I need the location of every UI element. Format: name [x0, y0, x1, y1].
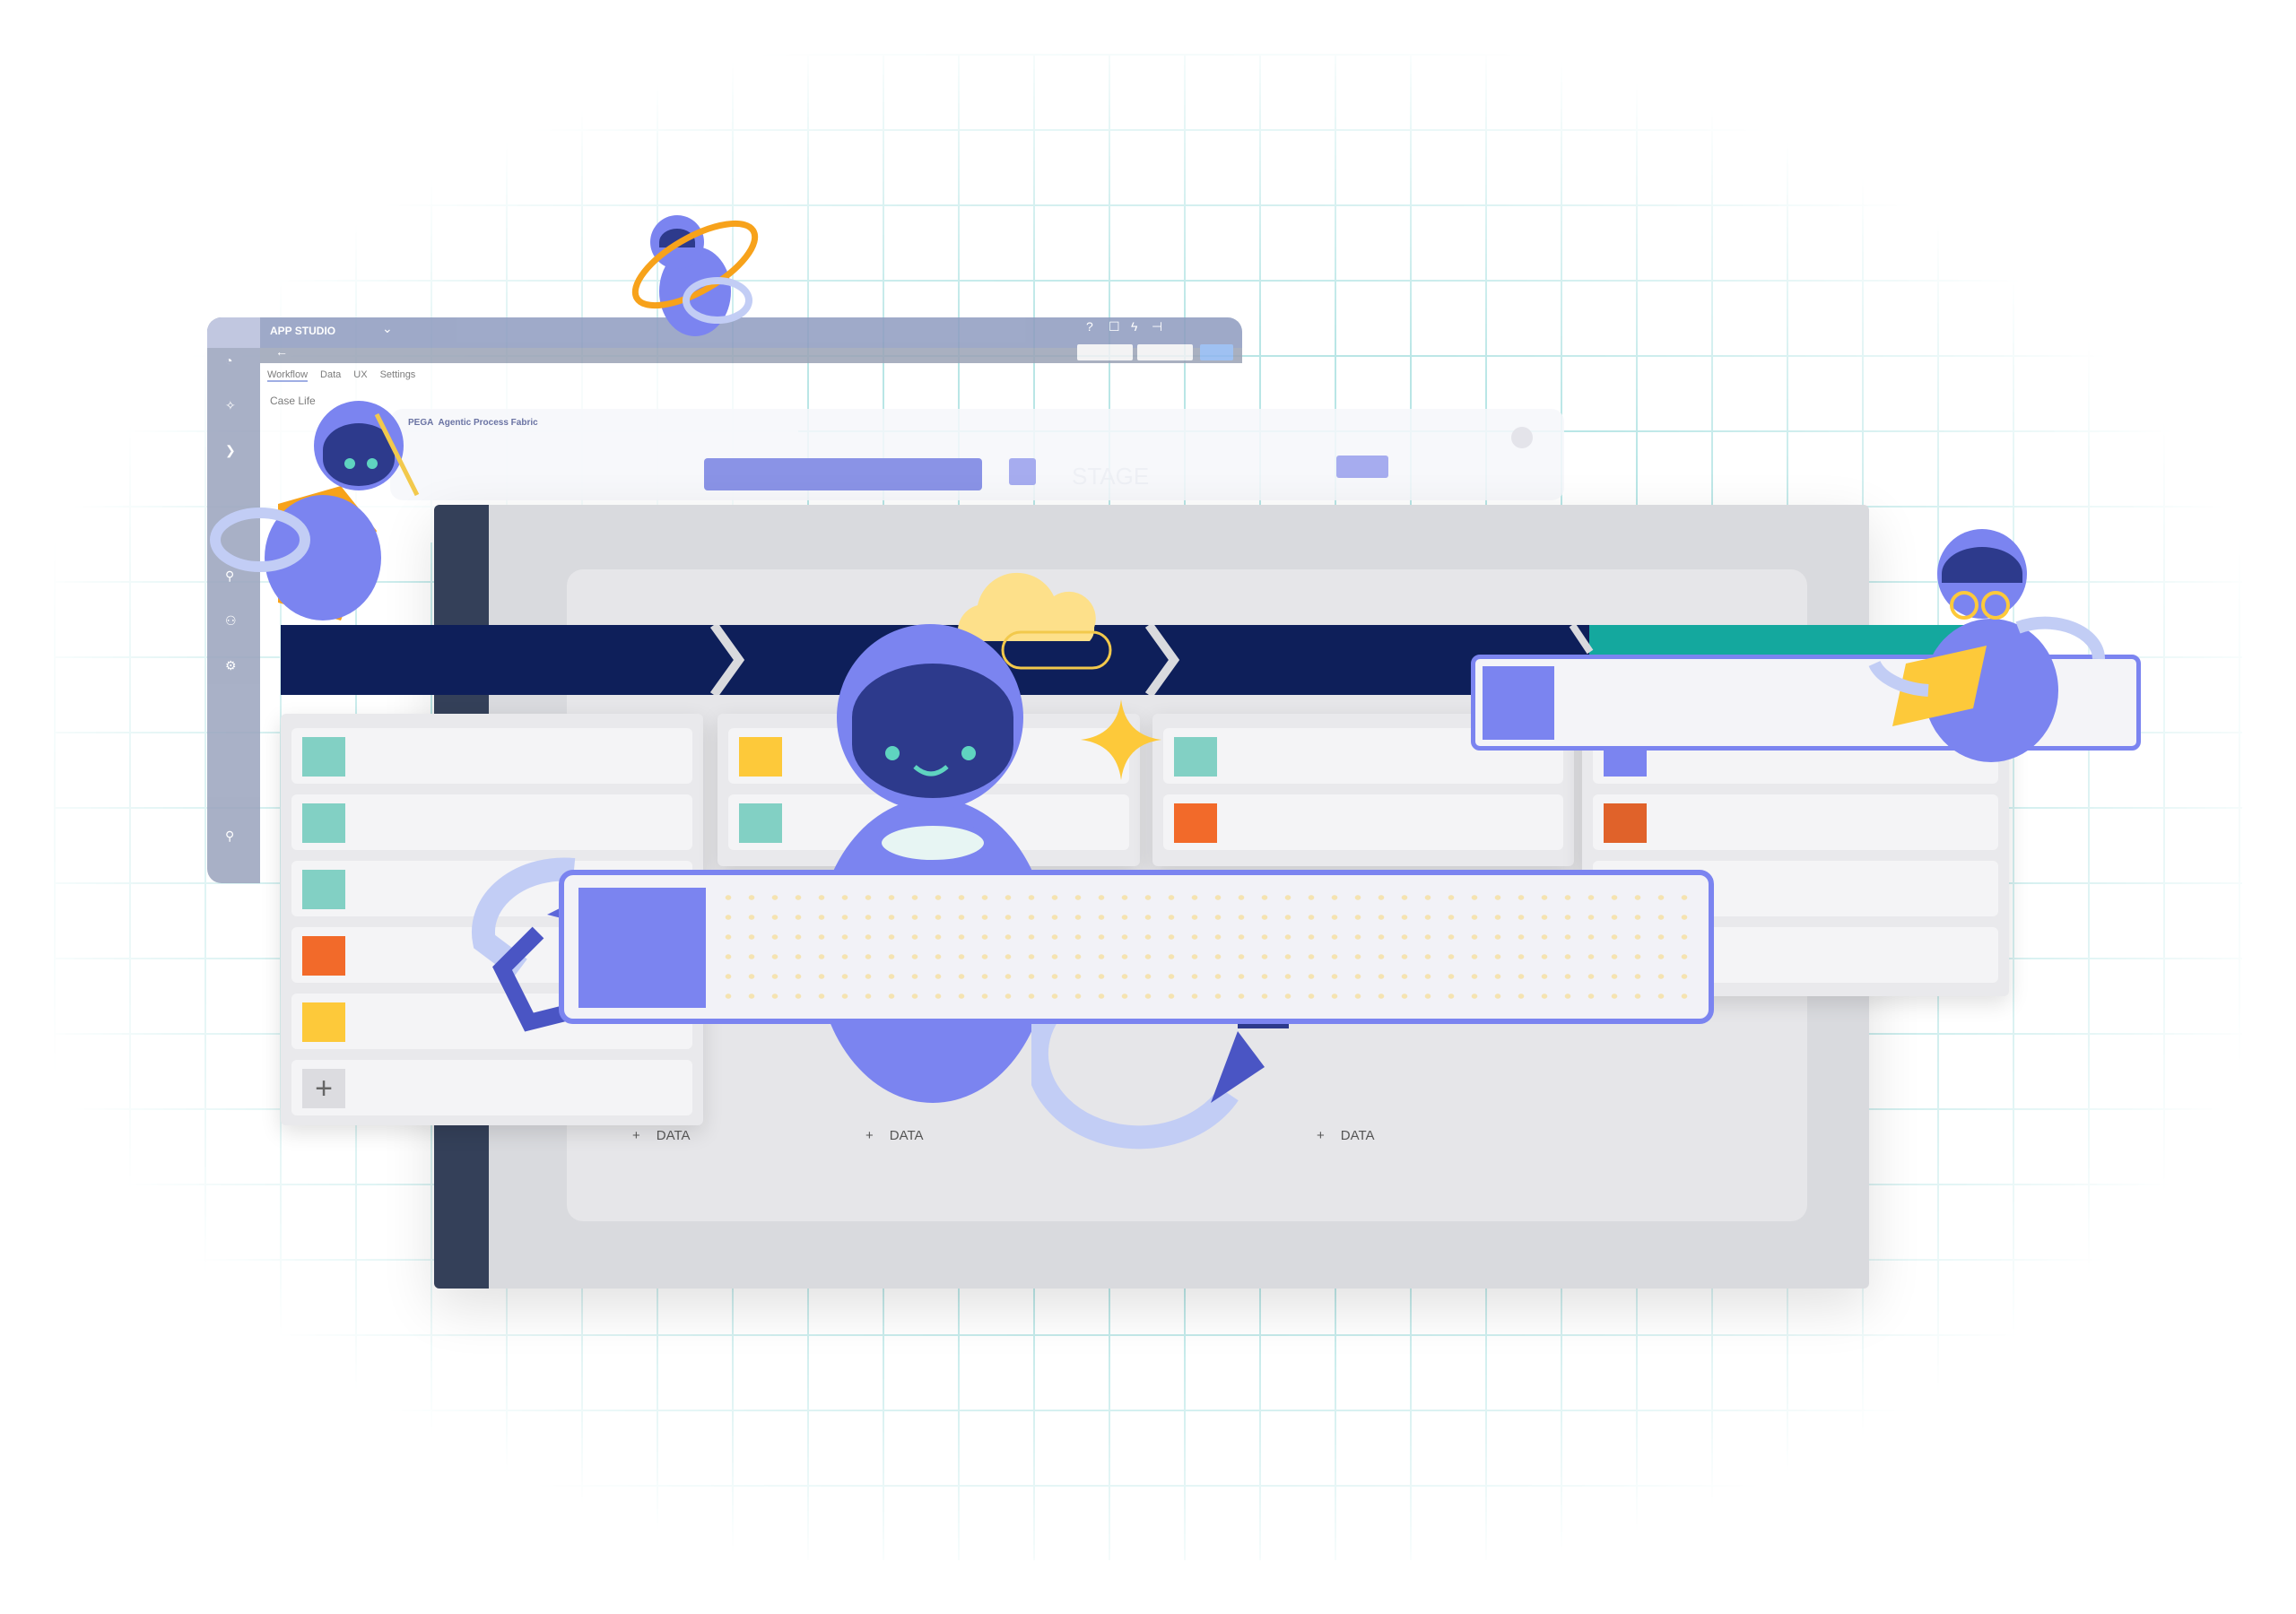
add-data-label: DATA	[656, 1128, 691, 1143]
list-item[interactable]	[1593, 794, 1998, 850]
list-item[interactable]	[291, 728, 692, 784]
record-thumbnail	[578, 888, 706, 1008]
status-square	[1174, 737, 1217, 777]
stage-button[interactable]	[1336, 456, 1388, 478]
status-square	[302, 737, 345, 777]
logo	[207, 317, 260, 348]
add-data-label: DATA	[1340, 1128, 1375, 1143]
primary-button[interactable]	[1200, 344, 1233, 360]
add-item-row[interactable]: +	[291, 1060, 692, 1115]
fabric-name: Agentic Process Fabric	[438, 418, 538, 428]
add-data-label: DATA	[889, 1128, 924, 1143]
plus-icon: +	[865, 1128, 874, 1143]
status-square	[739, 803, 782, 843]
add-data-button[interactable]: + DATA	[1317, 1128, 1375, 1143]
search-icon[interactable]: ⚲	[225, 829, 235, 843]
agentic-process-fabric-panel: PEGA Agentic Process Fabric STAGE	[390, 409, 1564, 500]
toolbar-button[interactable]	[1137, 344, 1193, 360]
tab-ux[interactable]: UX	[353, 369, 368, 380]
chevron-down-icon[interactable]: ⌄	[382, 321, 393, 335]
plus-icon: +	[1317, 1128, 1325, 1143]
stage-column-2	[718, 714, 1140, 866]
avatar[interactable]	[1511, 427, 1533, 448]
stage-band	[281, 625, 1590, 695]
help-icon[interactable]: ?	[1086, 319, 1093, 334]
plus-icon: +	[632, 1128, 640, 1143]
status-square	[739, 737, 782, 777]
users-icon[interactable]: ⚇	[225, 613, 237, 628]
bolt-icon[interactable]: ϟ	[1131, 319, 1138, 334]
sparkle-icon[interactable]: ✧	[225, 398, 236, 412]
list-item[interactable]	[1163, 794, 1563, 850]
tab-bar: Workflow Data UX Settings	[267, 369, 415, 382]
fabric-title: PEGA Agentic Process Fabric	[408, 418, 538, 428]
tab-workflow[interactable]: Workflow	[267, 369, 309, 382]
status-square	[302, 1002, 345, 1042]
toolbar	[260, 348, 1242, 363]
case-type-icon[interactable]: ❯	[225, 443, 236, 457]
highlighted-task-bar[interactable]	[1471, 655, 2141, 751]
status-square	[302, 870, 345, 909]
active-stage[interactable]	[704, 458, 982, 490]
add-data-button[interactable]: + DATA	[865, 1128, 924, 1143]
data-record-bar[interactable]	[559, 870, 1714, 1024]
list-item[interactable]	[728, 794, 1129, 850]
app-title[interactable]: APP STUDIO	[270, 325, 336, 337]
stage-column-3	[1152, 714, 1574, 866]
toolbar-button[interactable]	[1077, 344, 1133, 360]
brand: PEGA	[408, 418, 434, 428]
list-item[interactable]	[728, 728, 1129, 784]
stage-label: STAGE	[1072, 463, 1150, 490]
list-item[interactable]	[291, 794, 692, 850]
status-square	[302, 803, 345, 843]
tab-data[interactable]: Data	[320, 369, 342, 380]
status-square	[302, 936, 345, 976]
add-data-button[interactable]: + DATA	[632, 1128, 691, 1143]
status-square	[1174, 803, 1217, 843]
tab-settings[interactable]: Settings	[379, 369, 416, 380]
hierarchy-icon[interactable]: ⊣	[1152, 319, 1163, 334]
back-arrow-icon[interactable]: ←	[275, 344, 288, 359]
task-thumbnail	[1483, 666, 1554, 740]
data-placeholder-text	[717, 888, 1694, 1013]
sidebar	[207, 317, 260, 883]
chat-icon[interactable]: ☐	[1109, 319, 1120, 334]
plus-icon[interactable]: +	[302, 1069, 345, 1108]
settings-icon[interactable]: ⚙	[225, 658, 237, 672]
dashboard-icon[interactable]: ◔	[225, 353, 233, 368]
search-data-icon[interactable]: ⚲	[225, 568, 235, 583]
section-title: Case Life	[270, 395, 316, 407]
status-square	[1604, 803, 1647, 843]
stage-icon	[1009, 458, 1036, 485]
